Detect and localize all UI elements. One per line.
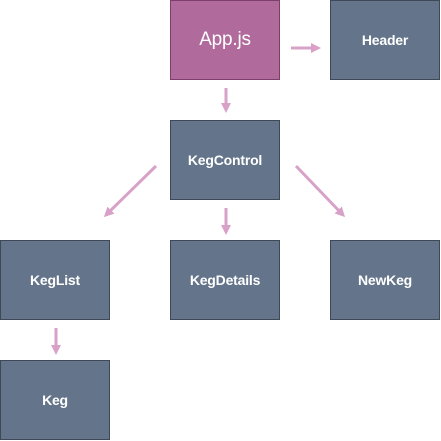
node-label: Header bbox=[361, 32, 409, 48]
arrow-kegcontrol-to-newkeg bbox=[294, 164, 346, 218]
arrow-kegcontrol-to-keglist bbox=[103, 164, 158, 218]
node-header: Header bbox=[330, 0, 440, 80]
node-label: Keg bbox=[42, 392, 68, 408]
node-kegdetails: KegDetails bbox=[170, 240, 280, 320]
node-label: App.js bbox=[199, 29, 251, 50]
node-label: KegList bbox=[30, 272, 80, 288]
node-newkeg: NewKeg bbox=[330, 240, 440, 320]
node-label: NewKeg bbox=[357, 272, 413, 288]
node-app-js: App.js bbox=[170, 0, 280, 80]
node-keglist: KegList bbox=[0, 240, 110, 320]
node-keg: Keg bbox=[0, 360, 110, 440]
node-kegcontrol: KegControl bbox=[170, 120, 280, 200]
node-label: KegDetails bbox=[189, 272, 261, 288]
node-label: KegControl bbox=[187, 152, 263, 168]
